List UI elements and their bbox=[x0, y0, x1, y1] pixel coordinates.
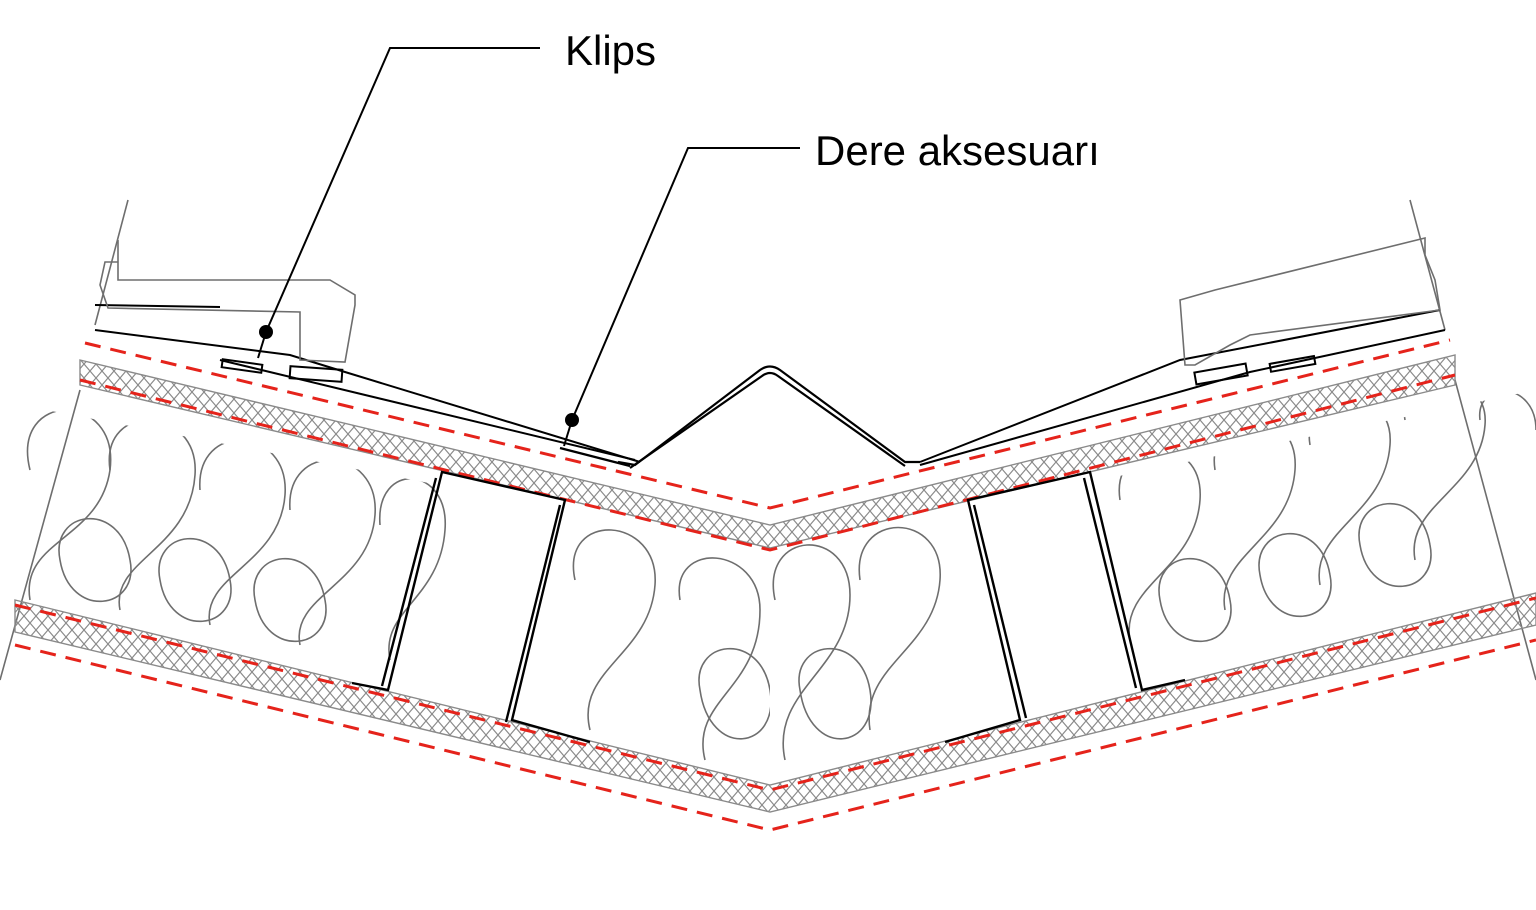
gutter-accessory bbox=[559, 365, 920, 469]
membrane-line-2 bbox=[79, 373, 1456, 552]
left-profile-block bbox=[99, 240, 356, 363]
membrane-line-1 bbox=[84, 338, 1451, 510]
clips bbox=[220, 354, 1317, 386]
callout-dots bbox=[259, 325, 579, 427]
lower-board-layer bbox=[14, 592, 1536, 813]
mineral-wool-insulation-left bbox=[26, 409, 770, 761]
purlin-left bbox=[351, 470, 591, 744]
clip-left-2 bbox=[288, 365, 344, 383]
purlin-right bbox=[944, 470, 1186, 744]
left-roof-panel bbox=[94, 304, 641, 463]
clip-left-1 bbox=[220, 358, 264, 374]
clip-right-2 bbox=[1268, 354, 1317, 373]
purlins bbox=[351, 470, 1186, 744]
klips-label: Klips bbox=[565, 27, 657, 74]
section-boundary-lines bbox=[0, 199, 1536, 681]
gutter-accessory-label: Dere aksesuarı bbox=[815, 127, 1100, 174]
membrane-lines bbox=[14, 338, 1536, 832]
right-profile-block bbox=[1179, 236, 1441, 366]
upper-board-layer bbox=[79, 354, 1456, 549]
callout-leaders bbox=[265, 47, 800, 421]
clip-right-1 bbox=[1193, 362, 1249, 386]
membrane-line-3 bbox=[14, 596, 1536, 792]
leader-klips bbox=[265, 47, 540, 333]
membrane-line-4 bbox=[14, 638, 1536, 832]
right-roof-panel bbox=[919, 309, 1446, 466]
mineral-wool-insulation-right bbox=[772, 390, 1536, 761]
leader-dere bbox=[571, 147, 800, 421]
